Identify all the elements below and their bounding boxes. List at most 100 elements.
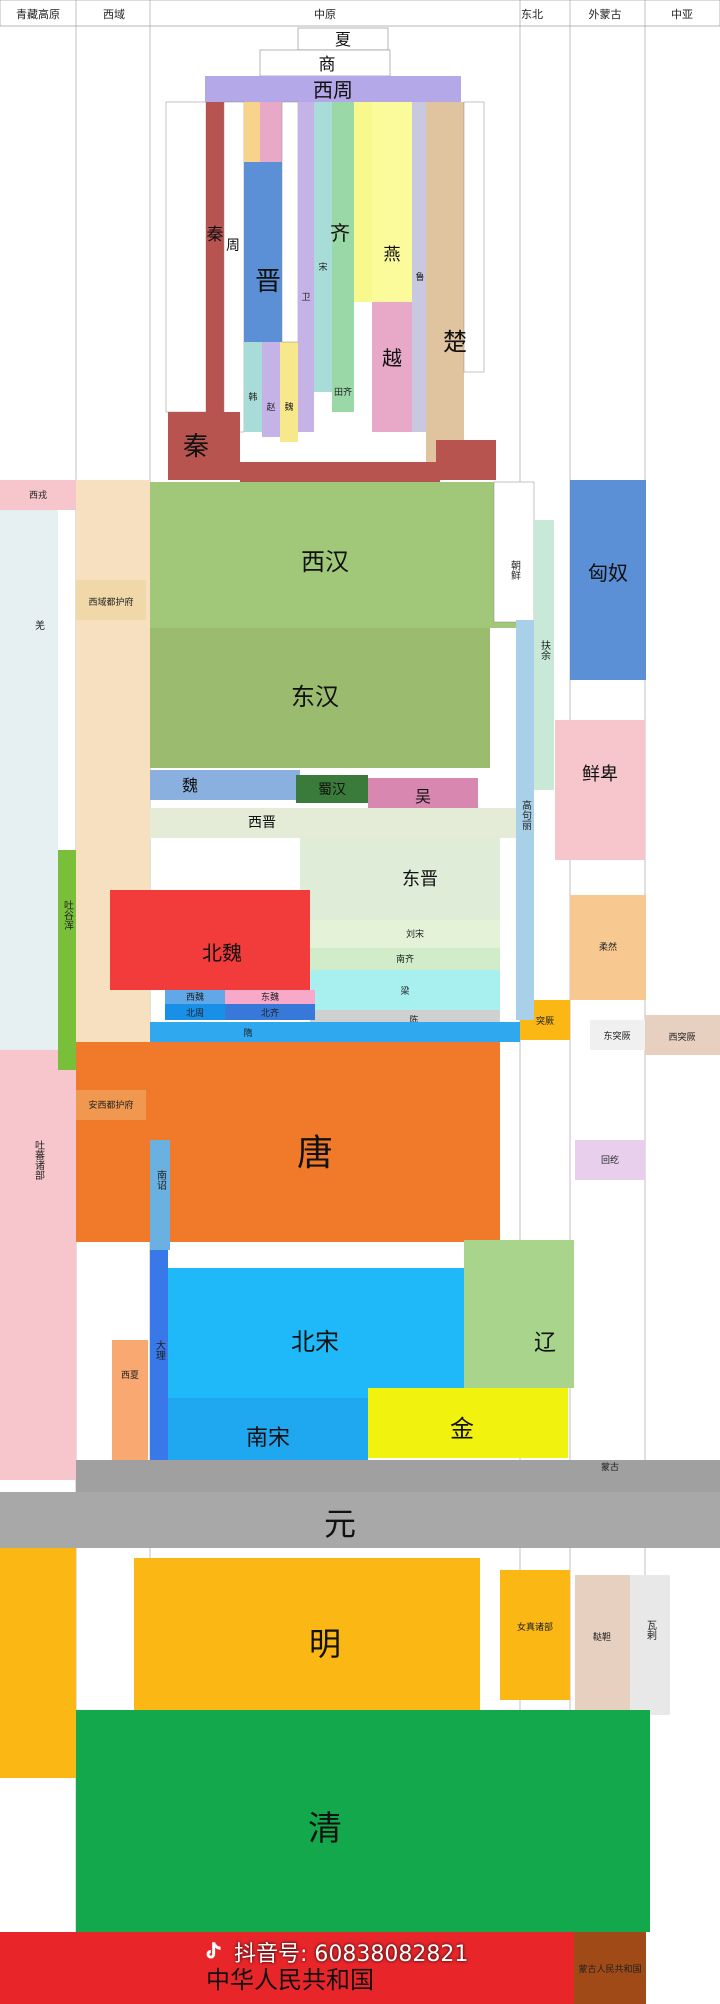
label-xizhou: 西周 xyxy=(313,78,353,102)
block-liao xyxy=(464,1240,574,1388)
label-yan-state: 燕 xyxy=(384,245,401,265)
watermark-text: 抖音号: 60838082821 xyxy=(234,1942,469,1967)
block-chaoxian xyxy=(493,481,535,623)
label-qing: 清 xyxy=(308,1809,342,1849)
label-prc: 中华人民共和国 xyxy=(206,1966,374,1994)
block-xihan xyxy=(150,482,530,628)
label-xiwei: 西魏 xyxy=(186,991,204,1003)
label-beiwei: 北魏 xyxy=(202,941,242,965)
label-qiang: 羌 xyxy=(33,620,45,630)
block-gaogouli xyxy=(516,620,534,1020)
label-zhou-state: 周 xyxy=(226,238,240,254)
label-mongol: 蒙古 xyxy=(601,1461,619,1473)
block-mongol-band xyxy=(76,1460,720,1492)
block-xianbei xyxy=(555,720,645,860)
label-xijin: 西晋 xyxy=(248,815,276,831)
block-buyu xyxy=(534,520,554,790)
region-xiyu: 西域 xyxy=(103,8,125,21)
label-xihan: 西汉 xyxy=(301,548,349,576)
block-nanzhao xyxy=(150,1140,170,1250)
label-chaoxian: 朝鲜 xyxy=(509,560,521,581)
douyin-logo-icon xyxy=(206,1942,221,1959)
block-liang xyxy=(310,970,500,1010)
block-qing xyxy=(76,1710,650,1932)
label-anxi: 安西都护府 xyxy=(88,1099,133,1111)
block-donghan xyxy=(150,628,490,768)
label-lu-state: 鲁 xyxy=(415,271,424,283)
label-shuhan: 蜀汉 xyxy=(318,782,346,798)
label-dongjin: 东晋 xyxy=(402,869,438,890)
label-chen: 陈 xyxy=(409,1014,418,1026)
label-qin-unified: 秦 xyxy=(183,432,209,462)
label-xia: 夏 xyxy=(335,30,351,49)
label-yuan: 元 xyxy=(324,1505,356,1543)
block-dongtujue xyxy=(590,1020,645,1050)
header-row: 青藏高原 西域 中原 东北 外蒙古 中亚 xyxy=(0,0,720,27)
label-han-state: 韩 xyxy=(248,391,257,403)
block-shang xyxy=(259,49,391,77)
block-dongwei xyxy=(225,990,315,1004)
label-chu-state: 楚 xyxy=(443,328,467,356)
block-tufan xyxy=(0,1050,76,1480)
block-liusong xyxy=(310,920,500,948)
block-shuhan xyxy=(296,775,368,803)
warring-states: 秦 周 晋 齐 燕 越 楚 鲁 宋 卫 韩 赵 魏 田齐 秦 xyxy=(165,101,496,482)
block-jin-dynasty xyxy=(368,1388,568,1458)
label-tatars: 鞑靼 xyxy=(593,1631,611,1643)
block-xijin xyxy=(150,808,520,838)
block-dali xyxy=(150,1250,168,1460)
region-waimenggu: 外蒙古 xyxy=(589,8,622,21)
label-nanqi: 南齐 xyxy=(396,953,414,965)
label-liang: 梁 xyxy=(400,985,409,997)
block-yuan xyxy=(0,1492,720,1548)
label-xirong: 西戎 xyxy=(29,489,47,501)
region-zhongyuan: 中原 xyxy=(314,8,336,21)
label-zhao-state: 赵 xyxy=(266,401,275,413)
label-xiyu-duhu: 西域都护府 xyxy=(88,596,133,608)
block-wei-kingdom xyxy=(150,770,300,800)
label-xitujue: 西突厥 xyxy=(668,1031,695,1043)
label-gaogouli: 高句丽 xyxy=(520,799,532,831)
block-tuyuhun xyxy=(58,850,76,1070)
region-zhongya: 中亚 xyxy=(671,8,693,21)
label-song-state: 宋 xyxy=(318,261,327,273)
block-beiqi xyxy=(225,1004,315,1020)
block-sui xyxy=(150,1022,520,1042)
label-huihe: 回纥 xyxy=(601,1154,619,1166)
label-beizhou: 北周 xyxy=(186,1008,204,1019)
block-ming-tibet xyxy=(0,1548,76,1778)
block-prc xyxy=(0,1932,574,2004)
label-sui: 隋 xyxy=(243,1027,252,1039)
label-yue-state: 越 xyxy=(382,346,402,370)
block-xirong xyxy=(0,480,76,510)
region-qingzang: 青藏高原 xyxy=(16,7,60,21)
block-rouran xyxy=(570,895,646,1000)
label-liao: 辽 xyxy=(534,1331,556,1356)
label-tang: 唐 xyxy=(297,1133,333,1174)
block-tang xyxy=(76,1042,500,1242)
label-tianqi: 田齐 xyxy=(334,386,352,398)
block-nanqi xyxy=(310,948,500,970)
label-nansong: 南宋 xyxy=(246,1426,290,1451)
label-buyu: 扶余 xyxy=(539,639,551,661)
block-mongolia-prc xyxy=(574,1932,646,2004)
block-huihe xyxy=(575,1140,645,1180)
block-xiwei xyxy=(165,990,225,1004)
label-waci: 瓦剌 xyxy=(645,1620,657,1640)
label-dongtujue: 东突厥 xyxy=(603,1030,630,1042)
label-shang: 商 xyxy=(319,55,336,75)
block-xixia xyxy=(112,1340,148,1460)
label-jurchen: 女真诸部 xyxy=(517,1621,553,1633)
label-nanzhao: 南诏 xyxy=(155,1169,167,1191)
label-xianbei: 鲜卑 xyxy=(582,764,618,785)
label-wei2-state: 魏 xyxy=(284,401,293,413)
block-xiongnu xyxy=(570,480,646,680)
label-tujue: 突厥 xyxy=(536,1015,554,1027)
block-beiwei xyxy=(110,890,310,990)
label-wei-kingdom: 魏 xyxy=(182,776,198,795)
label-jin-dynasty: 金 xyxy=(450,1415,474,1443)
label-dongwei: 东魏 xyxy=(261,991,279,1003)
block-waci xyxy=(630,1575,670,1715)
label-wei-state: 卫 xyxy=(301,293,310,303)
